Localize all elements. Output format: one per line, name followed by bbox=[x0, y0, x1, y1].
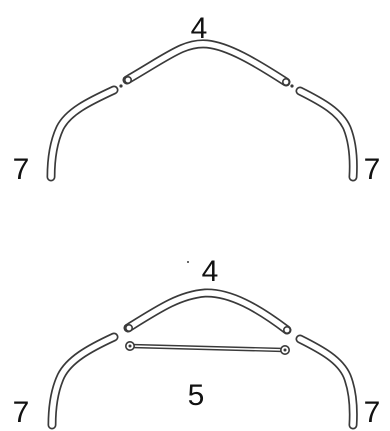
top-right-leg-tube bbox=[295, 86, 358, 182]
bottom-left-leg-tube bbox=[47, 332, 119, 430]
bottom-arch-left-end bbox=[125, 323, 134, 332]
top-right-leg-label: 7 bbox=[364, 153, 381, 186]
top-arch-left-end bbox=[124, 76, 133, 85]
top-left-connector-dot bbox=[119, 84, 123, 88]
top-arch-label: 4 bbox=[191, 12, 208, 45]
bottom-arch-label: 4 bbox=[202, 255, 219, 288]
bottom-assembly: 4 5 7 7 bbox=[13, 255, 381, 430]
bottom-right-leg-label: 7 bbox=[364, 396, 381, 429]
bottom-left-leg-label: 7 bbox=[13, 396, 30, 429]
bottom-arch-right-end bbox=[282, 325, 291, 334]
top-assembly: 4 7 7 bbox=[13, 12, 381, 186]
top-arch-right-end bbox=[281, 78, 290, 87]
bottom-crossbar-label: 5 bbox=[188, 379, 205, 412]
top-left-leg-tube bbox=[46, 85, 119, 182]
top-left-leg-label: 7 bbox=[13, 153, 30, 186]
bottom-crossbar-rod bbox=[125, 340, 290, 355]
top-right-connector-dot bbox=[290, 84, 294, 88]
crossbar-right-pin bbox=[283, 348, 287, 352]
crossbar-left-pin bbox=[128, 344, 132, 348]
top-arch-tube bbox=[119, 39, 294, 88]
stray-mark bbox=[187, 261, 189, 263]
bottom-arch-tube bbox=[123, 288, 292, 335]
bottom-right-leg-tube bbox=[295, 334, 358, 430]
